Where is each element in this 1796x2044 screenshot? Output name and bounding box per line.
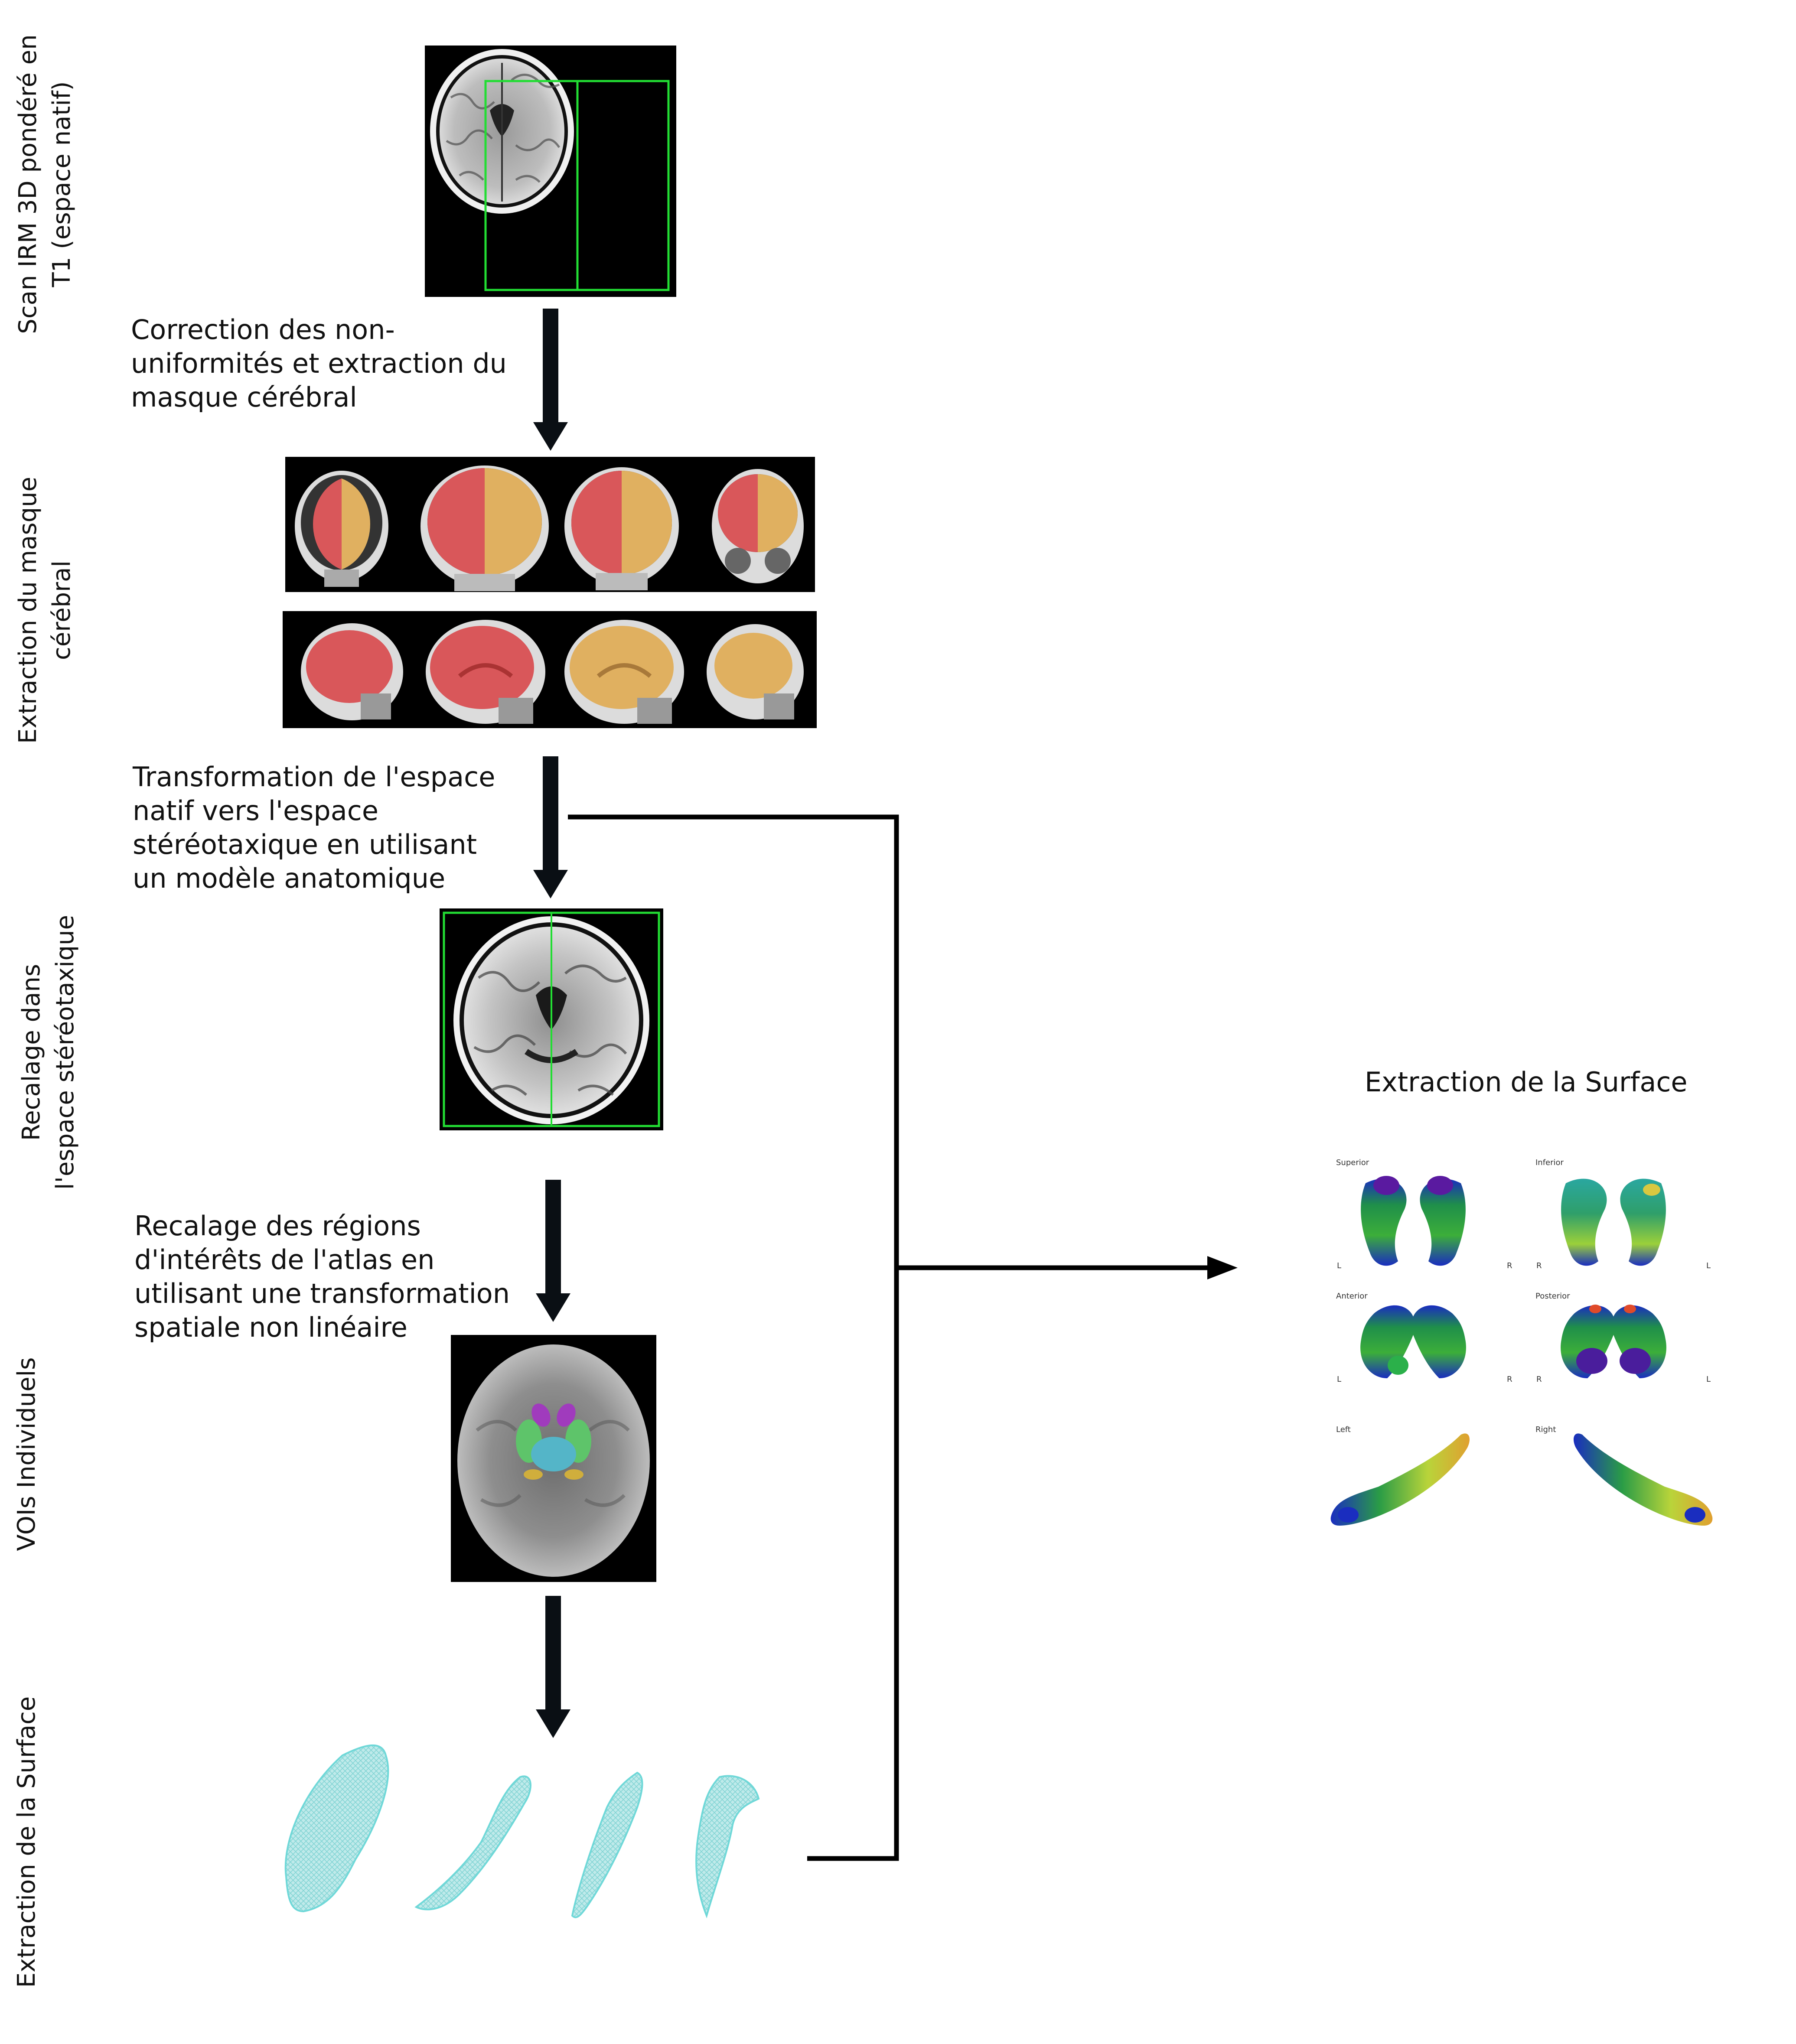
step-caption-line: Correction des non- (131, 314, 395, 345)
side-marker-r: R (1536, 1261, 1542, 1270)
step-caption-line: stéréotaxique en utilisant (133, 829, 477, 860)
view-label-posterior: Posterior (1535, 1292, 1570, 1301)
step-caption-line: d'intérêts de l'atlas en (134, 1244, 435, 1276)
step-caption-line: Transformation de l'espace (133, 761, 495, 793)
step-caption-atlas-registration: Recalage des régions d'intérêts de l'atl… (134, 1209, 510, 1344)
step-caption-line: Recalage des régions (134, 1210, 421, 1242)
side-marker-l: L (1337, 1261, 1342, 1270)
side-marker-l: L (1337, 1375, 1342, 1384)
t1-axial-scan-image (425, 46, 676, 297)
side-marker-r: R (1507, 1375, 1512, 1384)
surface-mesh-images (284, 1744, 760, 1919)
coronal-mask-images (285, 457, 815, 592)
step-caption-line: un modèle anatomique (133, 863, 446, 894)
step-caption-line: spatiale non linéaire (134, 1312, 407, 1343)
step-caption-line: utilisant une transformation (134, 1278, 510, 1309)
stereotaxic-axial-image (440, 908, 663, 1130)
atlas-vois-image (451, 1335, 656, 1582)
view-label-left: Left (1336, 1425, 1351, 1434)
view-label-superior: Superior (1336, 1158, 1369, 1167)
down-arrow-icon (536, 1180, 570, 1322)
side-marker-l: L (1706, 1261, 1711, 1270)
side-marker-r: R (1536, 1375, 1542, 1384)
surface-panel-title: Extraction de la Surface (1365, 1066, 1688, 1098)
view-label-inferior: Inferior (1535, 1158, 1564, 1167)
step-caption-correction: Correction des non- uniformités et extra… (131, 313, 507, 414)
sagittal-mask-images (283, 611, 817, 728)
view-label-right: Right (1535, 1425, 1556, 1434)
side-marker-r: R (1507, 1261, 1512, 1270)
step-caption-line: natif vers l'espace (133, 795, 378, 827)
view-label-anterior: Anterior (1336, 1292, 1368, 1301)
step-caption-line: uniformités et extraction du (131, 348, 507, 379)
down-arrow-icon (533, 309, 568, 451)
step-caption-transformation: Transformation de l'espace natif vers l'… (133, 760, 495, 895)
surface-colormap-renderings (1330, 1176, 1713, 1526)
side-marker-l: L (1706, 1375, 1711, 1384)
down-arrow-icon (536, 1596, 570, 1738)
right-arrow-icon (1207, 1256, 1238, 1279)
down-arrow-icon (533, 756, 568, 898)
step-caption-line: masque cérébral (131, 381, 357, 413)
